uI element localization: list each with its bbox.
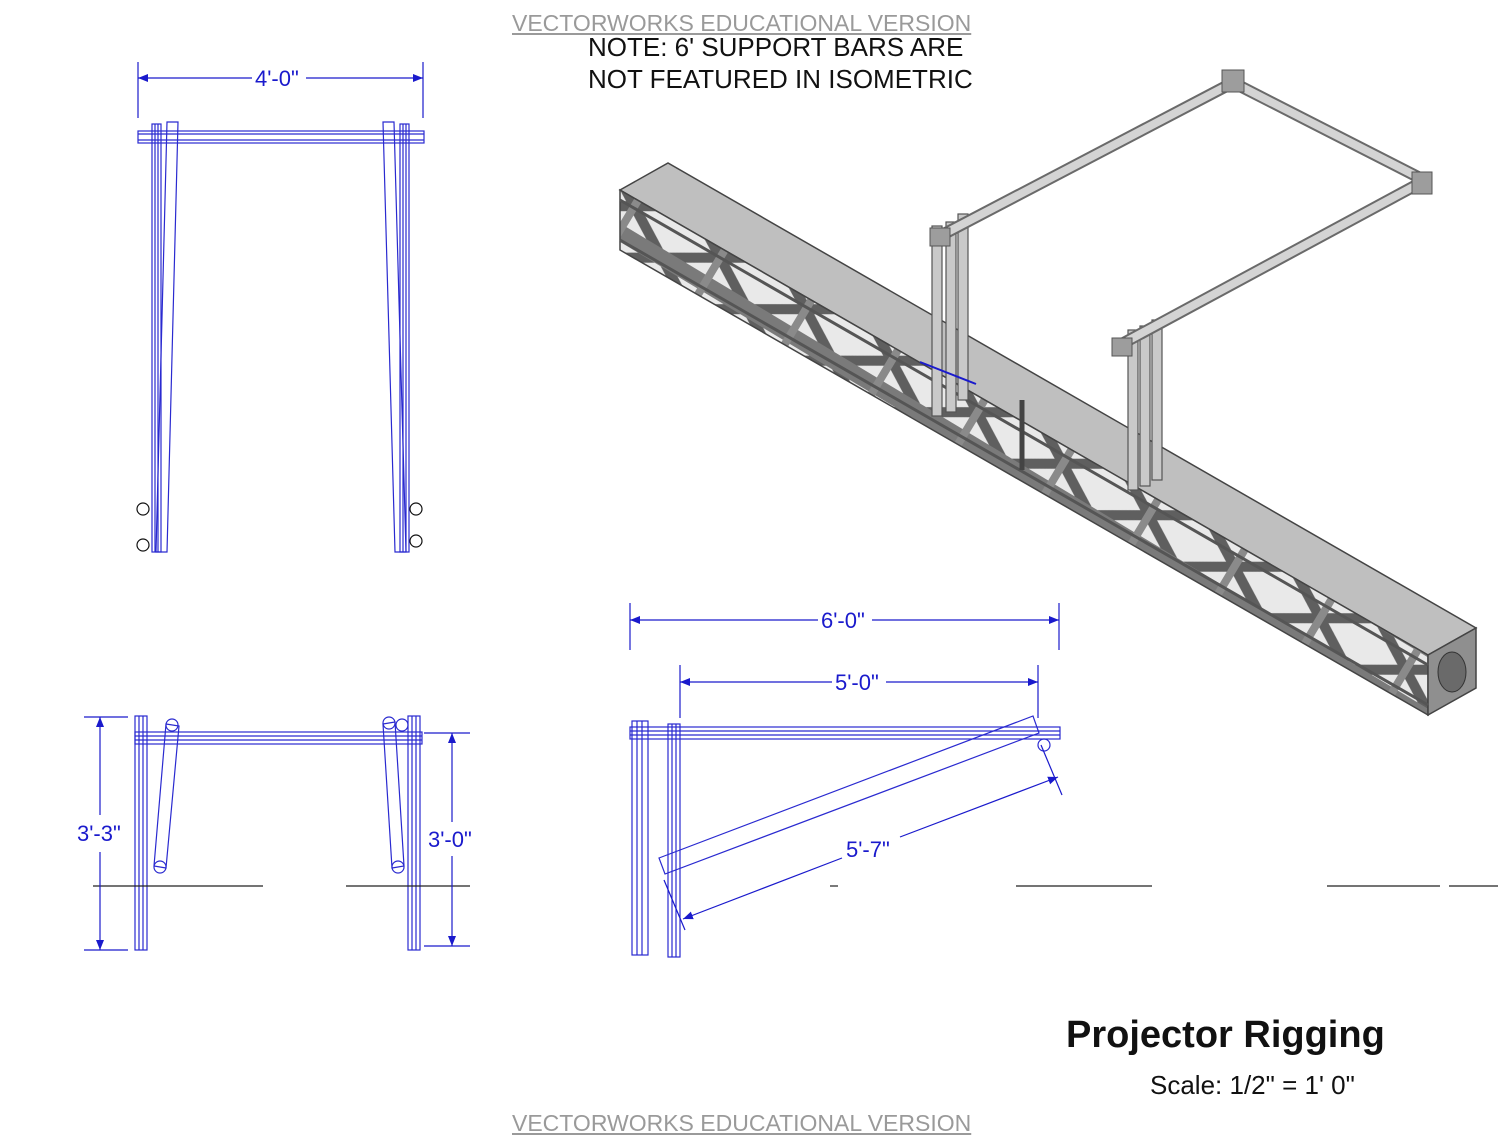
drawing-scale: Scale: 1/2" = 1' 0" — [1150, 1070, 1355, 1100]
dim-front-left — [84, 716, 128, 951]
drawing-title: Projector Rigging — [1066, 1014, 1385, 1056]
dim-side-inner — [679, 665, 1039, 718]
note-line-1: NOTE: 6' SUPPORT BARS ARE — [588, 32, 964, 62]
side-view — [629, 715, 1498, 958]
dim-top-width-label: 4'-0" — [255, 66, 299, 91]
note-line-2: NOT FEATURED IN ISOMETRIC — [588, 64, 973, 94]
top-view — [136, 121, 425, 553]
front-view — [93, 715, 470, 951]
dim-top-width — [137, 62, 424, 118]
dim-front-right — [424, 732, 470, 947]
dim-side-overall-label: 6'-0" — [821, 608, 865, 633]
dim-diagonal — [663, 744, 1063, 931]
dim-front-right-label: 3'-0" — [428, 827, 472, 852]
dim-diagonal-label: 5'-7" — [846, 837, 890, 862]
dim-front-left-label: 3'-3" — [77, 821, 121, 846]
isometric-view — [618, 69, 1478, 717]
dim-side-inner-label: 5'-0" — [835, 670, 879, 695]
top-crossbar — [137, 130, 425, 144]
truss-top-face — [618, 162, 1478, 656]
watermark-bottom: VECTORWORKS EDUCATIONAL VERSION — [512, 1110, 972, 1136]
watermark-top: VECTORWORKS EDUCATIONAL VERSION — [512, 10, 972, 36]
dim-side-overall — [629, 603, 1060, 650]
